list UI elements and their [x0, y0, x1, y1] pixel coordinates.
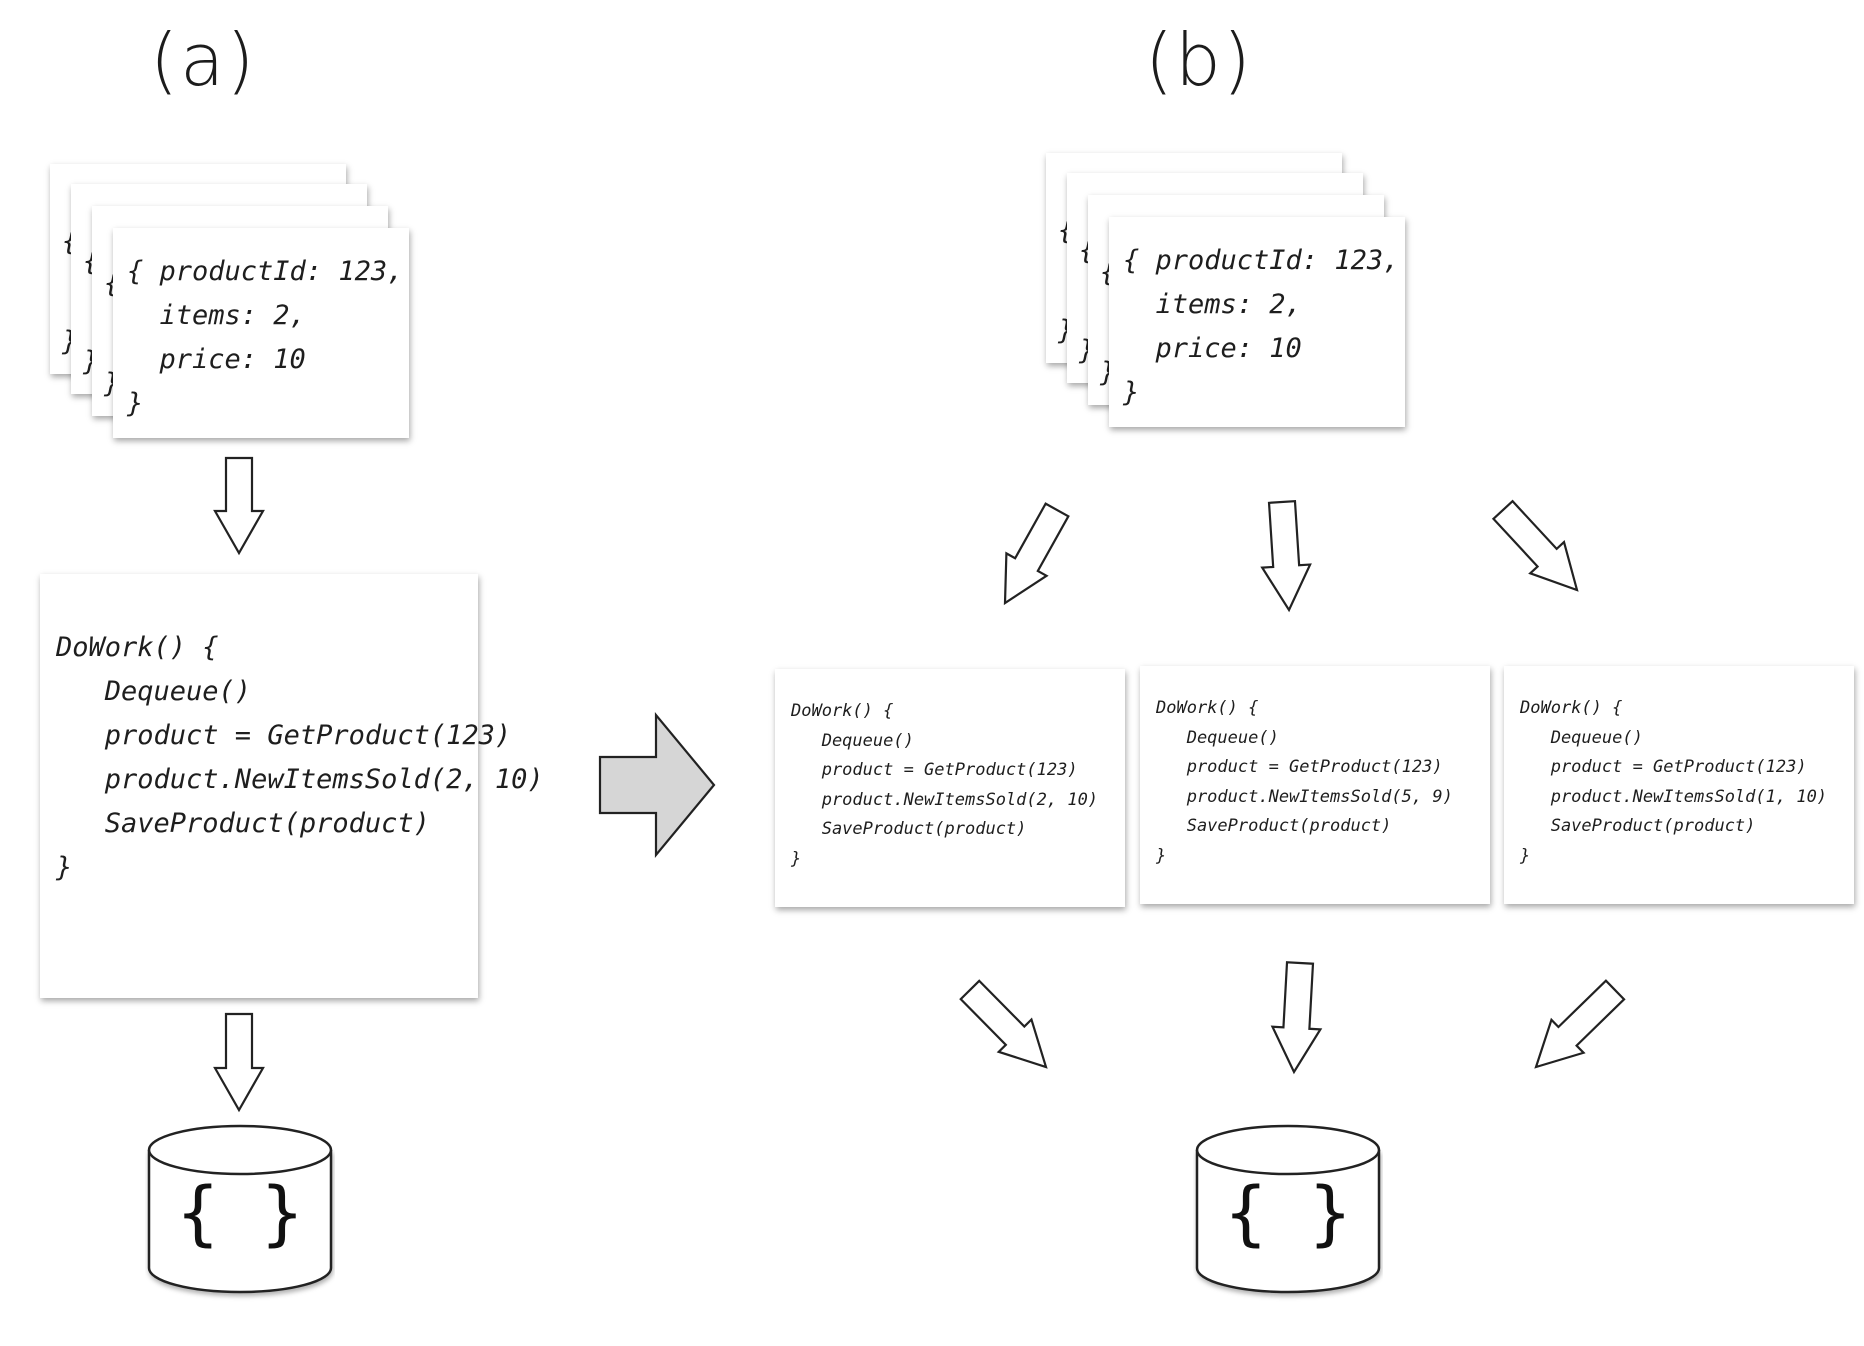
arrow-fanout-left-icon [1003, 502, 1070, 606]
worker-code: DoWork() { Dequeue() product = GetProduc… [791, 701, 1099, 869]
message-text: { productId: 123, items: 2, price: 10 } [127, 256, 404, 419]
worker-card-b-2: DoWork() { Dequeue() product = GetProduc… [1140, 666, 1490, 904]
worker-card-a: DoWork() { Dequeue() product = GetProduc… [40, 574, 544, 998]
panel-label-b: (b) [1145, 18, 1253, 102]
message-card-front: { productId: 123, items: 2, price: 10 } [1109, 217, 1405, 427]
transition-arrow-icon [598, 711, 716, 859]
arrow-fanout-right-icon [1491, 499, 1579, 592]
database-symbol: { } [176, 1172, 304, 1254]
database-a [147, 1124, 333, 1294]
arrow-fanout-center-icon [1260, 499, 1312, 613]
arrow-down-icon [213, 1012, 265, 1113]
worker-code: DoWork() { Dequeue() product = GetProduc… [56, 632, 544, 883]
worker-code: DoWork() { Dequeue() product = GetProduc… [1156, 698, 1453, 866]
database-b [1195, 1124, 1381, 1294]
worker-code: DoWork() { Dequeue() product = GetProduc… [1520, 698, 1828, 866]
worker-card-b-1: DoWork() { Dequeue() product = GetProduc… [775, 669, 1125, 907]
message-card-front: { productId: 123, items: 2, price: 10 } [113, 228, 409, 438]
worker-card-b-3: DoWork() { Dequeue() product = GetProduc… [1504, 666, 1854, 904]
database-b-symbol-wrap: { } [1193, 1172, 1383, 1272]
arrow-fanin-center-icon [1270, 961, 1323, 1075]
database-symbol: { } [1224, 1172, 1352, 1254]
panel-label-a: (a) [150, 18, 257, 102]
message-text: { productId: 123, items: 2, price: 10 } [1123, 245, 1400, 408]
database-a-symbol-wrap: { } [145, 1172, 335, 1272]
arrow-down-icon [213, 456, 265, 556]
arrow-fanin-right-icon [1534, 979, 1626, 1069]
arrow-fanin-left-icon [959, 979, 1048, 1069]
flow-arrows [213, 456, 1626, 1113]
